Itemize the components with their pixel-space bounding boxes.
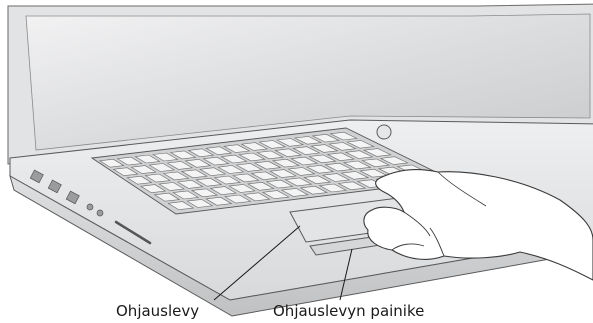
keyboard-key <box>290 156 319 166</box>
keyboard-key <box>293 136 323 145</box>
keyboard-key <box>329 131 358 141</box>
power-button <box>376 124 392 140</box>
keyboard-key <box>324 162 353 172</box>
keyboard-key <box>280 188 309 197</box>
keyboard-key <box>162 171 190 181</box>
keyboard-key <box>205 146 233 156</box>
keyboard-key <box>340 171 370 180</box>
keyboard-key <box>209 186 237 196</box>
keyboard-key <box>169 150 197 160</box>
keyboard-key <box>153 192 181 202</box>
keyboard-key <box>274 148 303 158</box>
keyboard-key <box>186 199 214 208</box>
callout-leader-trackpad-button <box>339 248 353 301</box>
keyboard-key <box>311 133 340 143</box>
keyboard-key <box>205 196 233 206</box>
keyboard-key <box>250 171 279 181</box>
keyboard <box>90 127 454 215</box>
keyboard-key <box>284 177 313 187</box>
keyboard-key <box>344 150 374 159</box>
display-screen <box>25 13 591 151</box>
keyboard-key <box>180 169 208 179</box>
keyboard-key <box>310 144 339 153</box>
keyboard-key <box>190 188 219 198</box>
keyboard-key <box>258 140 287 149</box>
side-ports <box>29 169 152 245</box>
keyboard-key <box>328 142 357 151</box>
keyboard-key <box>271 158 300 168</box>
keyboard-key <box>318 183 348 193</box>
keyboard-key <box>126 175 153 185</box>
keyboard-key <box>269 169 297 178</box>
keyboard-key <box>337 181 367 191</box>
keyboard-key <box>223 144 251 153</box>
keyboard-key <box>213 175 241 185</box>
keyboard-key <box>238 152 266 162</box>
callout-trackpad: Ohjauslevy <box>116 302 200 320</box>
keyboard-key <box>187 148 215 158</box>
keyboard-key <box>176 179 204 189</box>
keyboard-key <box>228 184 256 193</box>
keyboard-key <box>379 156 409 165</box>
keyboard-key <box>287 167 316 176</box>
keyboard-key <box>256 150 284 160</box>
keyboard-key <box>224 194 252 204</box>
keyboard-key <box>140 184 167 194</box>
keyboard-key <box>167 201 195 211</box>
keyboard-keys <box>98 131 443 211</box>
keyboard-key <box>158 182 186 191</box>
keyboard-key <box>342 160 372 170</box>
keyboard-key <box>202 156 230 166</box>
keyboard-key <box>217 165 245 174</box>
keyboard-key <box>184 158 212 168</box>
keyboard-key <box>116 156 143 166</box>
keyboard-key <box>321 173 351 182</box>
keyboard-key <box>303 175 332 185</box>
keyboard-key <box>305 164 335 174</box>
keyboard-key <box>292 146 321 155</box>
keyboard-key <box>243 192 271 202</box>
keyboard-key <box>235 163 263 172</box>
hand <box>363 168 593 281</box>
keyboard-key <box>261 190 290 200</box>
callout-trackpad-button: Ohjauslevyn painike <box>273 302 425 320</box>
keyboard-key <box>361 158 391 168</box>
keyboard-key <box>172 190 200 200</box>
keyboard-key <box>253 160 282 170</box>
keyboard-key <box>195 177 223 187</box>
keyboard-key <box>148 163 175 172</box>
keyboard-key <box>134 154 161 164</box>
keyboard-key <box>362 148 392 157</box>
keyboard-key <box>112 167 139 177</box>
keyboard-key <box>299 185 328 195</box>
keyboard-key <box>346 140 375 149</box>
keyboard-key <box>166 161 194 170</box>
front-edge <box>9 174 593 317</box>
keyboard-key <box>326 152 356 162</box>
keyboard-key <box>232 173 260 183</box>
keyboard-key <box>265 179 294 189</box>
keyboard-key <box>199 167 227 177</box>
keyboard-key <box>240 142 269 151</box>
keyboard-key <box>98 158 125 168</box>
callout-leader-trackpad <box>213 225 301 301</box>
keyboard-key <box>144 173 171 183</box>
keyboard-key <box>130 165 157 174</box>
keyboard-key <box>152 152 179 162</box>
keyboard-key <box>247 181 275 191</box>
keyboard-key <box>276 138 305 147</box>
keyboard-key <box>220 154 248 164</box>
keyboard-key <box>308 154 337 164</box>
